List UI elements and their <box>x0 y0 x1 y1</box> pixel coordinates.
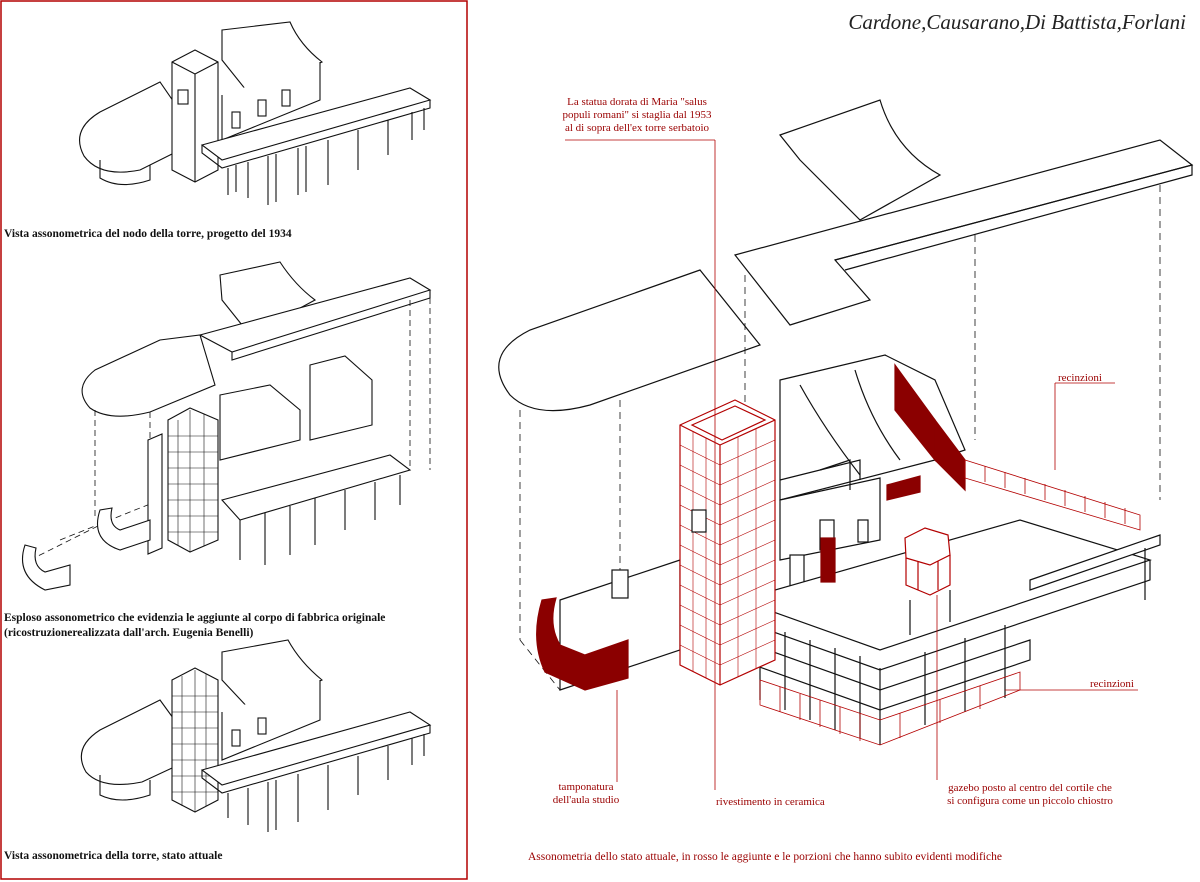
gazebo <box>904 527 951 596</box>
portico-pillars <box>227 108 425 205</box>
annotation-statue-line3: al di sopra dell'ex torre serbatoio <box>564 122 709 134</box>
curved-roof-slab <box>79 81 201 173</box>
caption-exploded-line1: Esploso assonometrico che evidenzia le a… <box>4 612 386 624</box>
annotation-gazebo-line2: si configura come un piccolo chiostro <box>947 795 1113 807</box>
red-additions <box>536 363 966 691</box>
ceramic-tower <box>679 399 776 686</box>
fences <box>759 459 1141 746</box>
exploded-cladding <box>147 433 163 555</box>
caption-current-state: Vista assonometrica della torre, stato a… <box>4 850 223 862</box>
main-axonometry <box>498 99 1194 790</box>
leader-lines <box>565 139 1138 790</box>
annotation-statue-line2: populi romani" si staglia dal 1953 <box>562 109 712 121</box>
annotation-ceramic: rivestimento in ceramica <box>716 796 825 808</box>
annotation-gazebo-line1: gazebo posto al centro del cortile che <box>948 782 1112 794</box>
caption-project-1934: Vista assonometrica del nodo della torre… <box>4 228 292 240</box>
annotation-infill: tamponatura dell'aula studio <box>552 781 620 807</box>
axonometry-exploded <box>21 261 432 591</box>
annotation-infill-line1: tamponatura <box>558 781 614 793</box>
author-credits: Cardone,Causarano,Di Battista,Forlani <box>848 10 1186 34</box>
annotation-fence-top: recinzioni <box>1058 372 1102 384</box>
annotation-statue-line1: La statua dorata di Maria "salus <box>567 96 707 108</box>
main-wall-front <box>779 477 881 561</box>
annotation-infill-line2: dell'aula studio <box>552 794 620 806</box>
axonometry-current <box>80 639 432 832</box>
main-roof-curved <box>498 269 761 412</box>
exploded-courtyard <box>220 454 412 521</box>
main-caption: Assonometria dello stato attuale, in ros… <box>528 851 1002 863</box>
red-door <box>820 537 836 583</box>
annotation-gazebo: gazebo posto al centro del cortile che s… <box>940 782 1120 808</box>
ceramic-tiles <box>679 429 776 678</box>
exploded-tower <box>167 407 219 553</box>
annotation-statue: La statua dorata di Maria "salus populi … <box>562 96 712 135</box>
axonometry-1934 <box>79 21 432 205</box>
annotation-fence-bottom: recinzioni <box>1090 678 1134 690</box>
red-curved-wall <box>536 597 629 691</box>
main-roof-back <box>779 99 942 221</box>
left-panel-frame <box>0 0 468 880</box>
exploded-curved-wall <box>96 507 151 551</box>
main-roof-portico <box>733 139 1194 326</box>
caption-exploded-line2: (ricostruzionerealizzata dall'arch. Euge… <box>4 627 254 639</box>
exploded-roof <box>81 334 216 417</box>
